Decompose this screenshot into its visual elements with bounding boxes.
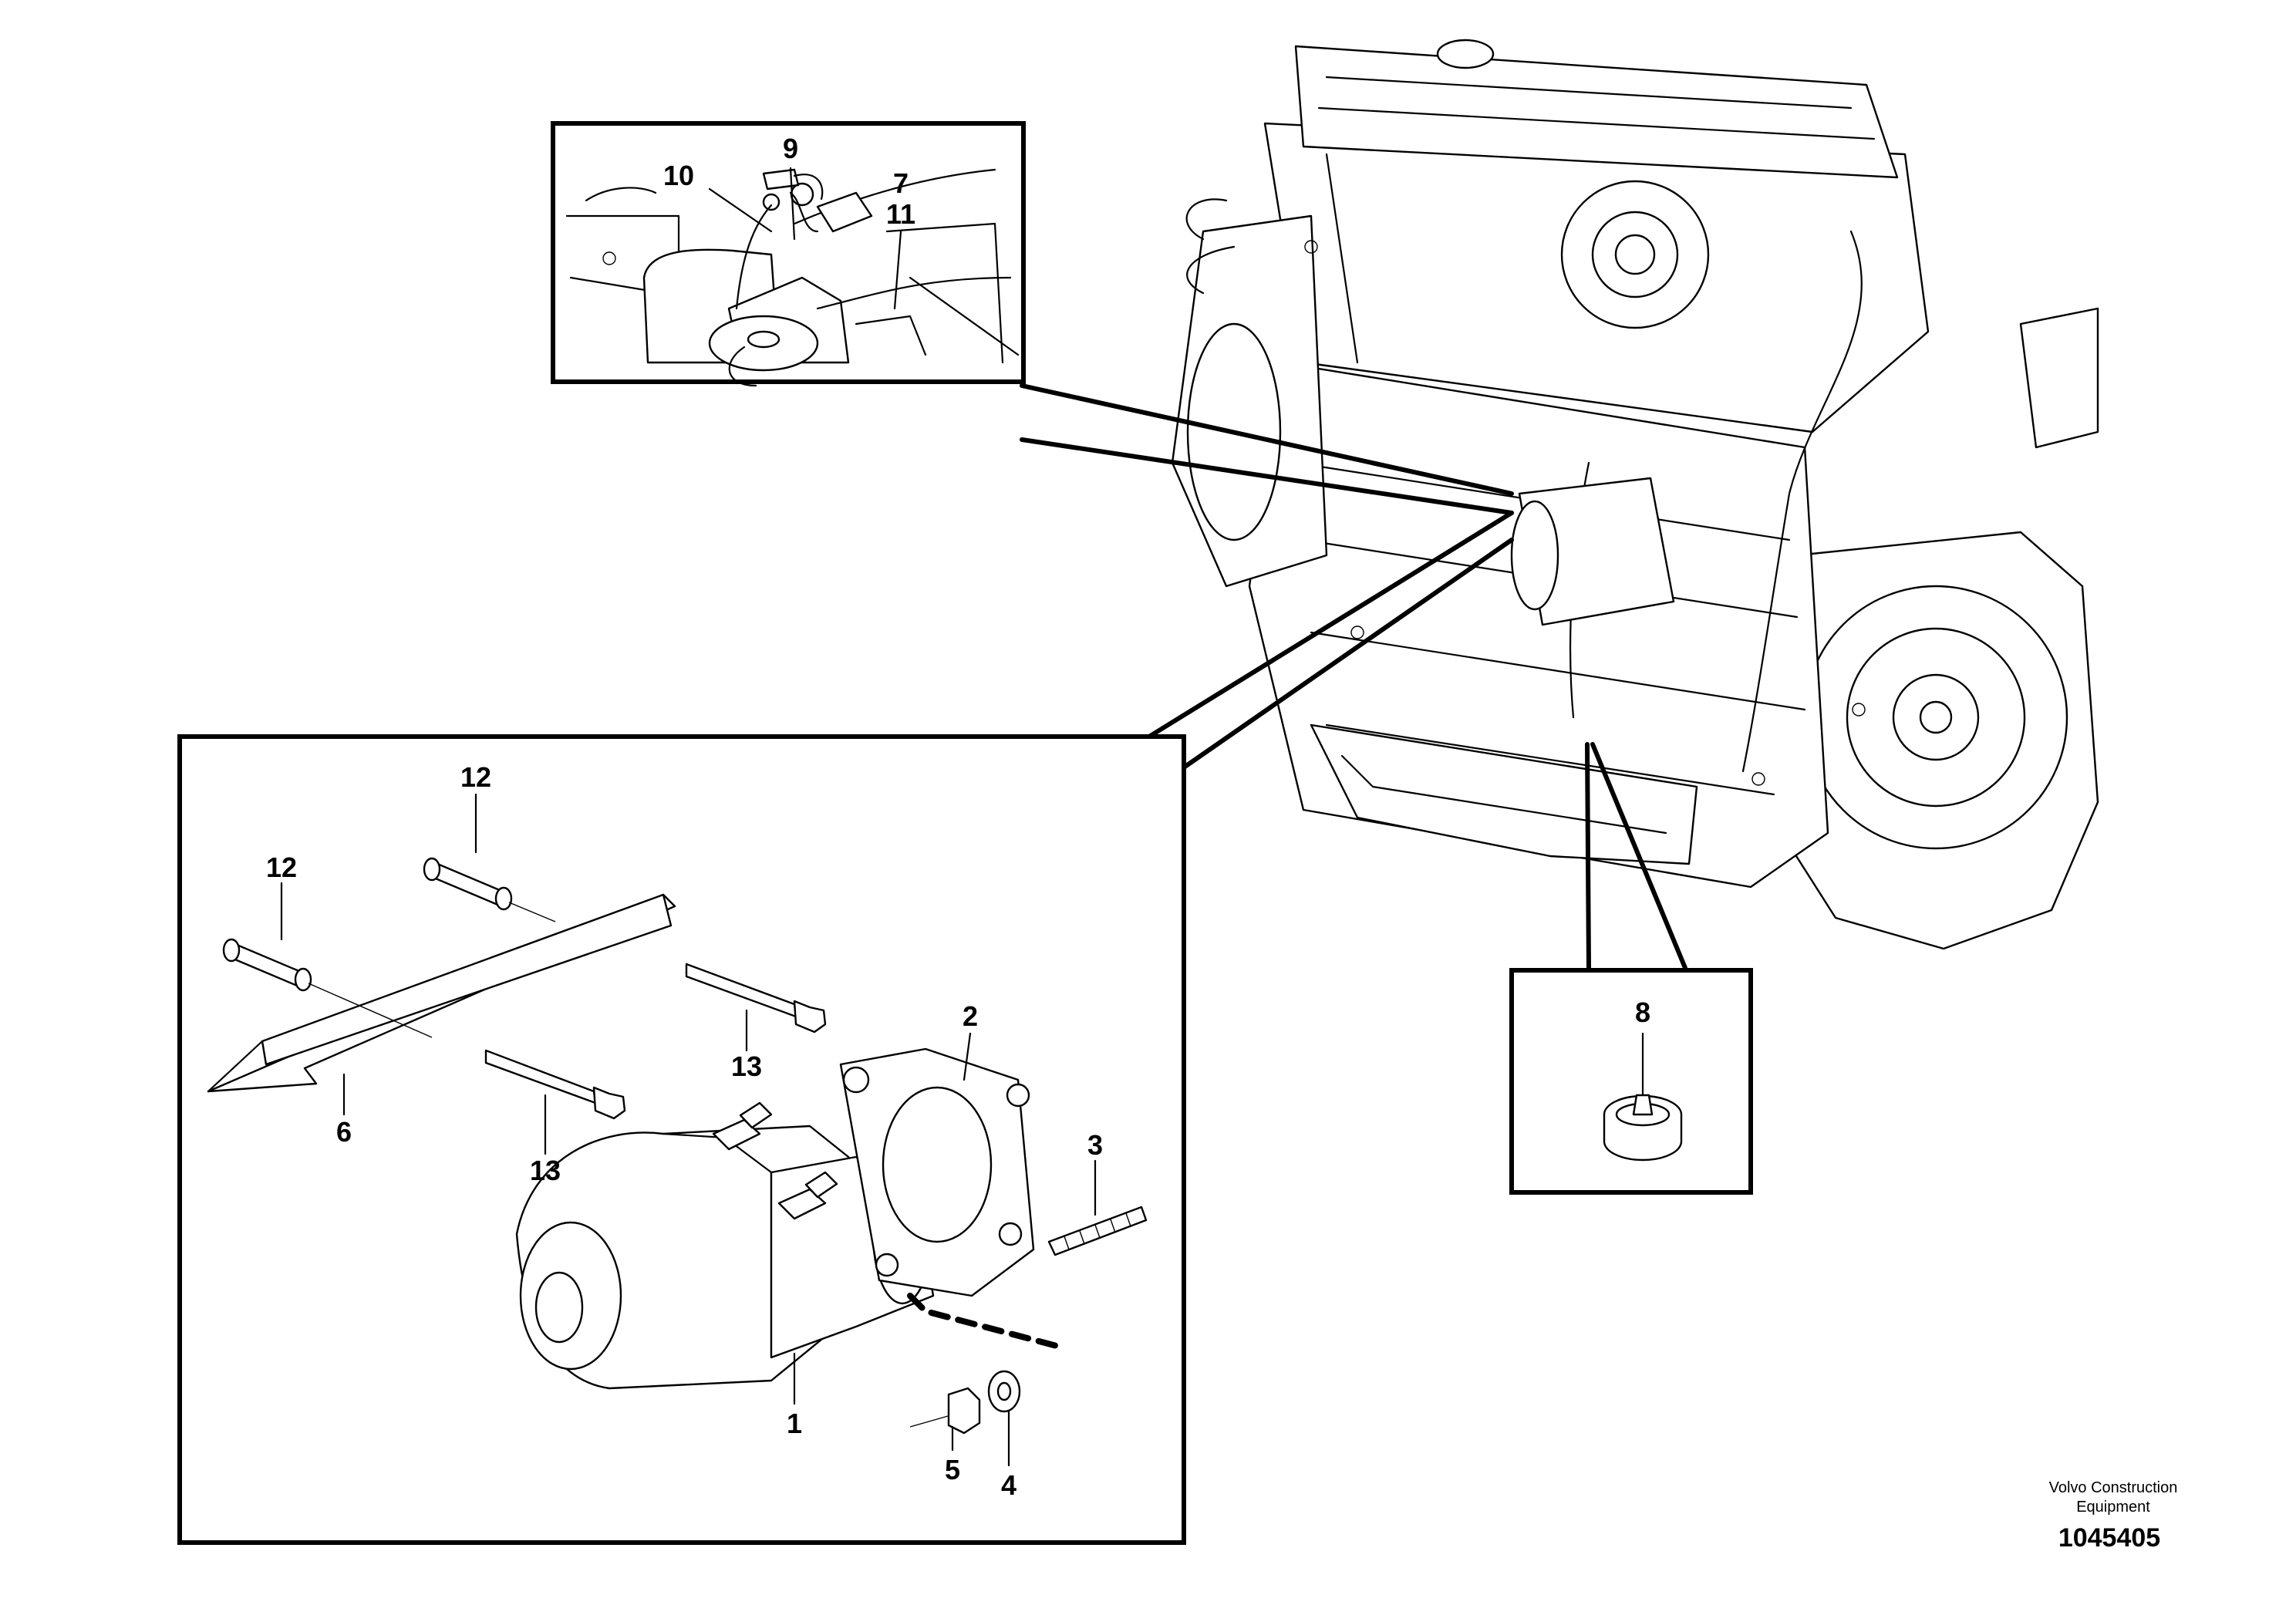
callout-6: 6 xyxy=(336,1116,352,1148)
callout-10: 10 xyxy=(663,160,694,191)
callouts-exploded-inset: 12 12 13 13 6 2 3 1 5 4 xyxy=(266,761,1103,1501)
callout-9: 9 xyxy=(783,133,798,164)
inset-grommet: 8 xyxy=(1509,968,1753,1195)
callout-12-upper: 12 xyxy=(460,761,491,793)
callout-3: 3 xyxy=(1087,1129,1103,1161)
callout-12-lower: 12 xyxy=(266,851,297,883)
callout-1: 1 xyxy=(787,1408,802,1439)
callout-4: 4 xyxy=(1001,1469,1017,1501)
figure-number: 1045405 xyxy=(2058,1523,2160,1553)
callout-2: 2 xyxy=(963,1000,978,1032)
footer: Volvo Construction Equipment 1045405 xyxy=(2049,1479,2178,1553)
callouts-top-inset: 10 9 7 11 xyxy=(663,133,915,310)
brand-line-2: Equipment xyxy=(2076,1499,2150,1516)
callout-13-upper: 13 xyxy=(731,1050,762,1082)
callout-13-lower: 13 xyxy=(530,1155,561,1186)
engine-illustration xyxy=(1171,39,2099,950)
callout-7: 7 xyxy=(893,167,909,199)
inset-top xyxy=(551,121,1026,387)
brand-line-1: Volvo Construction xyxy=(2049,1479,2178,1496)
callout-11: 11 xyxy=(886,198,915,230)
callout-8: 8 xyxy=(1635,996,1650,1028)
callout-5: 5 xyxy=(945,1454,960,1485)
inset-starter-exploded xyxy=(177,734,1186,1545)
